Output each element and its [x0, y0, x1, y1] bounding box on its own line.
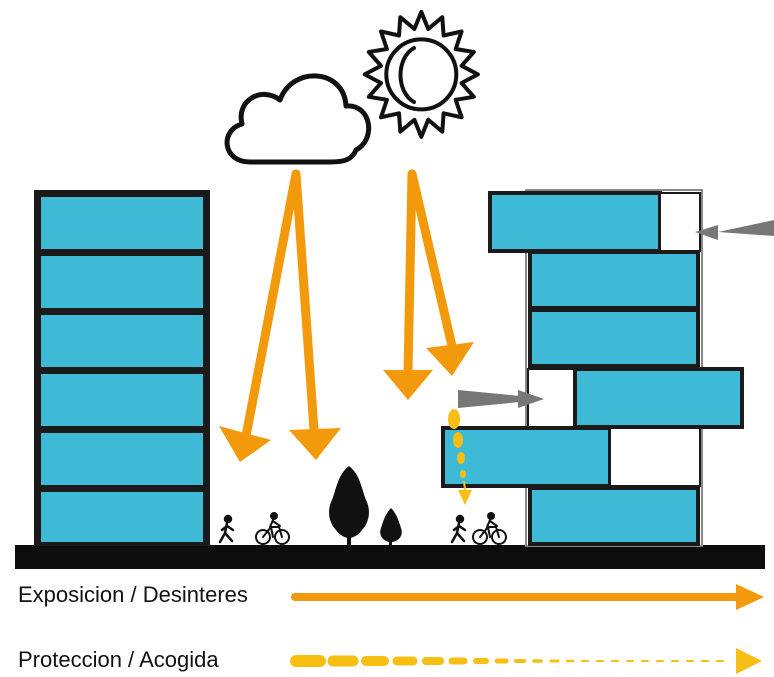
wind-arrow-icon [458, 390, 544, 408]
legend-dashed-arrowhead [736, 648, 762, 674]
wind-arrow-icon [695, 220, 774, 240]
left-building [34, 190, 210, 546]
tree-icon [380, 508, 402, 546]
bicycle-icon [255, 512, 290, 545]
sun-icon [362, 9, 480, 139]
right-building [441, 189, 744, 547]
pedestrian-icon [450, 514, 467, 544]
tree-icon [329, 466, 369, 546]
sun-arrows [241, 169, 457, 441]
legend-label-exposure: Exposicion / Desinteres [18, 582, 248, 607]
cloud-icon [224, 73, 372, 165]
protection-drip [448, 409, 472, 505]
sun-arrowheads [219, 342, 474, 462]
legend-line-solid [291, 584, 764, 610]
legend-label-protection: Proteccion / Acogida [18, 647, 219, 672]
pedestrian-icon [218, 514, 235, 544]
bicycle-icon [472, 512, 507, 545]
ground-strip [15, 545, 765, 569]
